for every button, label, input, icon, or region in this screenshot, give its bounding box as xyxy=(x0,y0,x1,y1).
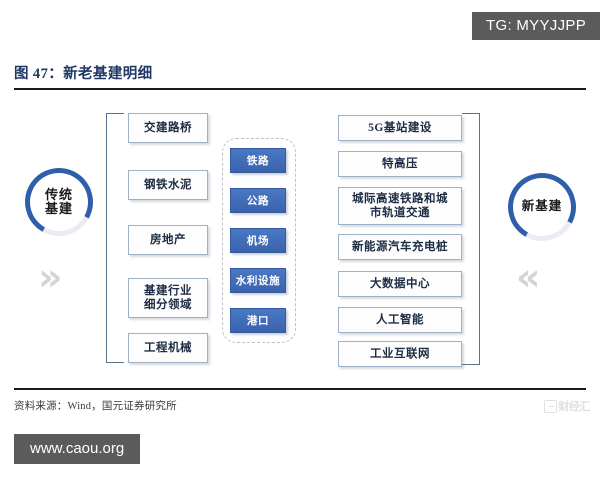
left-item-3[interactable]: 基建行业 细分领域 xyxy=(128,278,208,318)
middle-item-0[interactable]: 铁路 xyxy=(230,148,286,173)
source-note: 资料来源：Wind，国元证券研究所 xyxy=(14,401,177,412)
corner-logo-icon xyxy=(543,399,557,413)
right-item-2-line2: 市轨道交通 xyxy=(370,207,430,219)
left-item-0[interactable]: 交建路桥 xyxy=(128,113,208,143)
right-item-5[interactable]: 人工智能 xyxy=(338,307,462,333)
badge-new-infrastructure: 新基建 xyxy=(499,164,585,250)
chevron-left-icon: « xyxy=(516,255,541,299)
badge-traditional-line1: 传统 xyxy=(44,186,73,202)
right-item-2[interactable]: 城际高速铁路和城 市轨道交通 xyxy=(338,187,462,225)
badge-new-label: 新基建 xyxy=(521,199,563,214)
middle-item-2[interactable]: 机场 xyxy=(230,228,286,253)
right-item-3[interactable]: 新能源汽车充电桩 xyxy=(338,234,462,260)
right-item-2-line1: 城际高速铁路和城 xyxy=(352,192,448,205)
figure-title: 图 47：新老基建明细 xyxy=(14,66,153,82)
right-item-6[interactable]: 工业互联网 xyxy=(338,341,462,367)
left-item-1[interactable]: 钢铁水泥 xyxy=(128,170,208,200)
source-divider xyxy=(14,388,586,390)
left-item-3-line2: 细分领域 xyxy=(144,299,192,311)
badge-traditional-label: 传统 基建 xyxy=(30,173,88,231)
corner-logo-watermark: 财经汇 xyxy=(543,398,591,414)
middle-item-4[interactable]: 港口 xyxy=(230,308,286,333)
chevron-right-icon: » xyxy=(38,255,63,299)
left-bracket xyxy=(106,113,124,363)
title-divider-top xyxy=(14,88,586,90)
right-item-0[interactable]: 5G基站建设 xyxy=(338,115,462,141)
site-watermark-badge: www.caou.org xyxy=(14,434,141,464)
right-item-4[interactable]: 大数据中心 xyxy=(338,271,462,297)
right-bracket xyxy=(462,113,480,365)
left-item-3-line1: 基建行业 xyxy=(144,284,192,297)
left-item-2[interactable]: 房地产 xyxy=(128,225,208,255)
middle-dashed-group xyxy=(222,138,296,343)
badge-traditional-line2: 基建 xyxy=(44,201,73,216)
left-item-4[interactable]: 工程机械 xyxy=(128,333,208,363)
corner-logo-text: 财经汇 xyxy=(558,401,591,413)
right-item-1[interactable]: 特高压 xyxy=(338,151,462,177)
middle-item-1[interactable]: 公路 xyxy=(230,188,286,213)
middle-item-3[interactable]: 水利设施 xyxy=(230,268,286,293)
diagram-canvas: 传统 基建 » 交建路桥 钢铁水泥 房地产 基建行业 细分领域 工程机械 铁路 … xyxy=(0,95,600,385)
tg-watermark-badge: TG: MYYJJPP xyxy=(472,12,600,40)
badge-traditional-infrastructure: 传统 基建 xyxy=(16,159,102,245)
